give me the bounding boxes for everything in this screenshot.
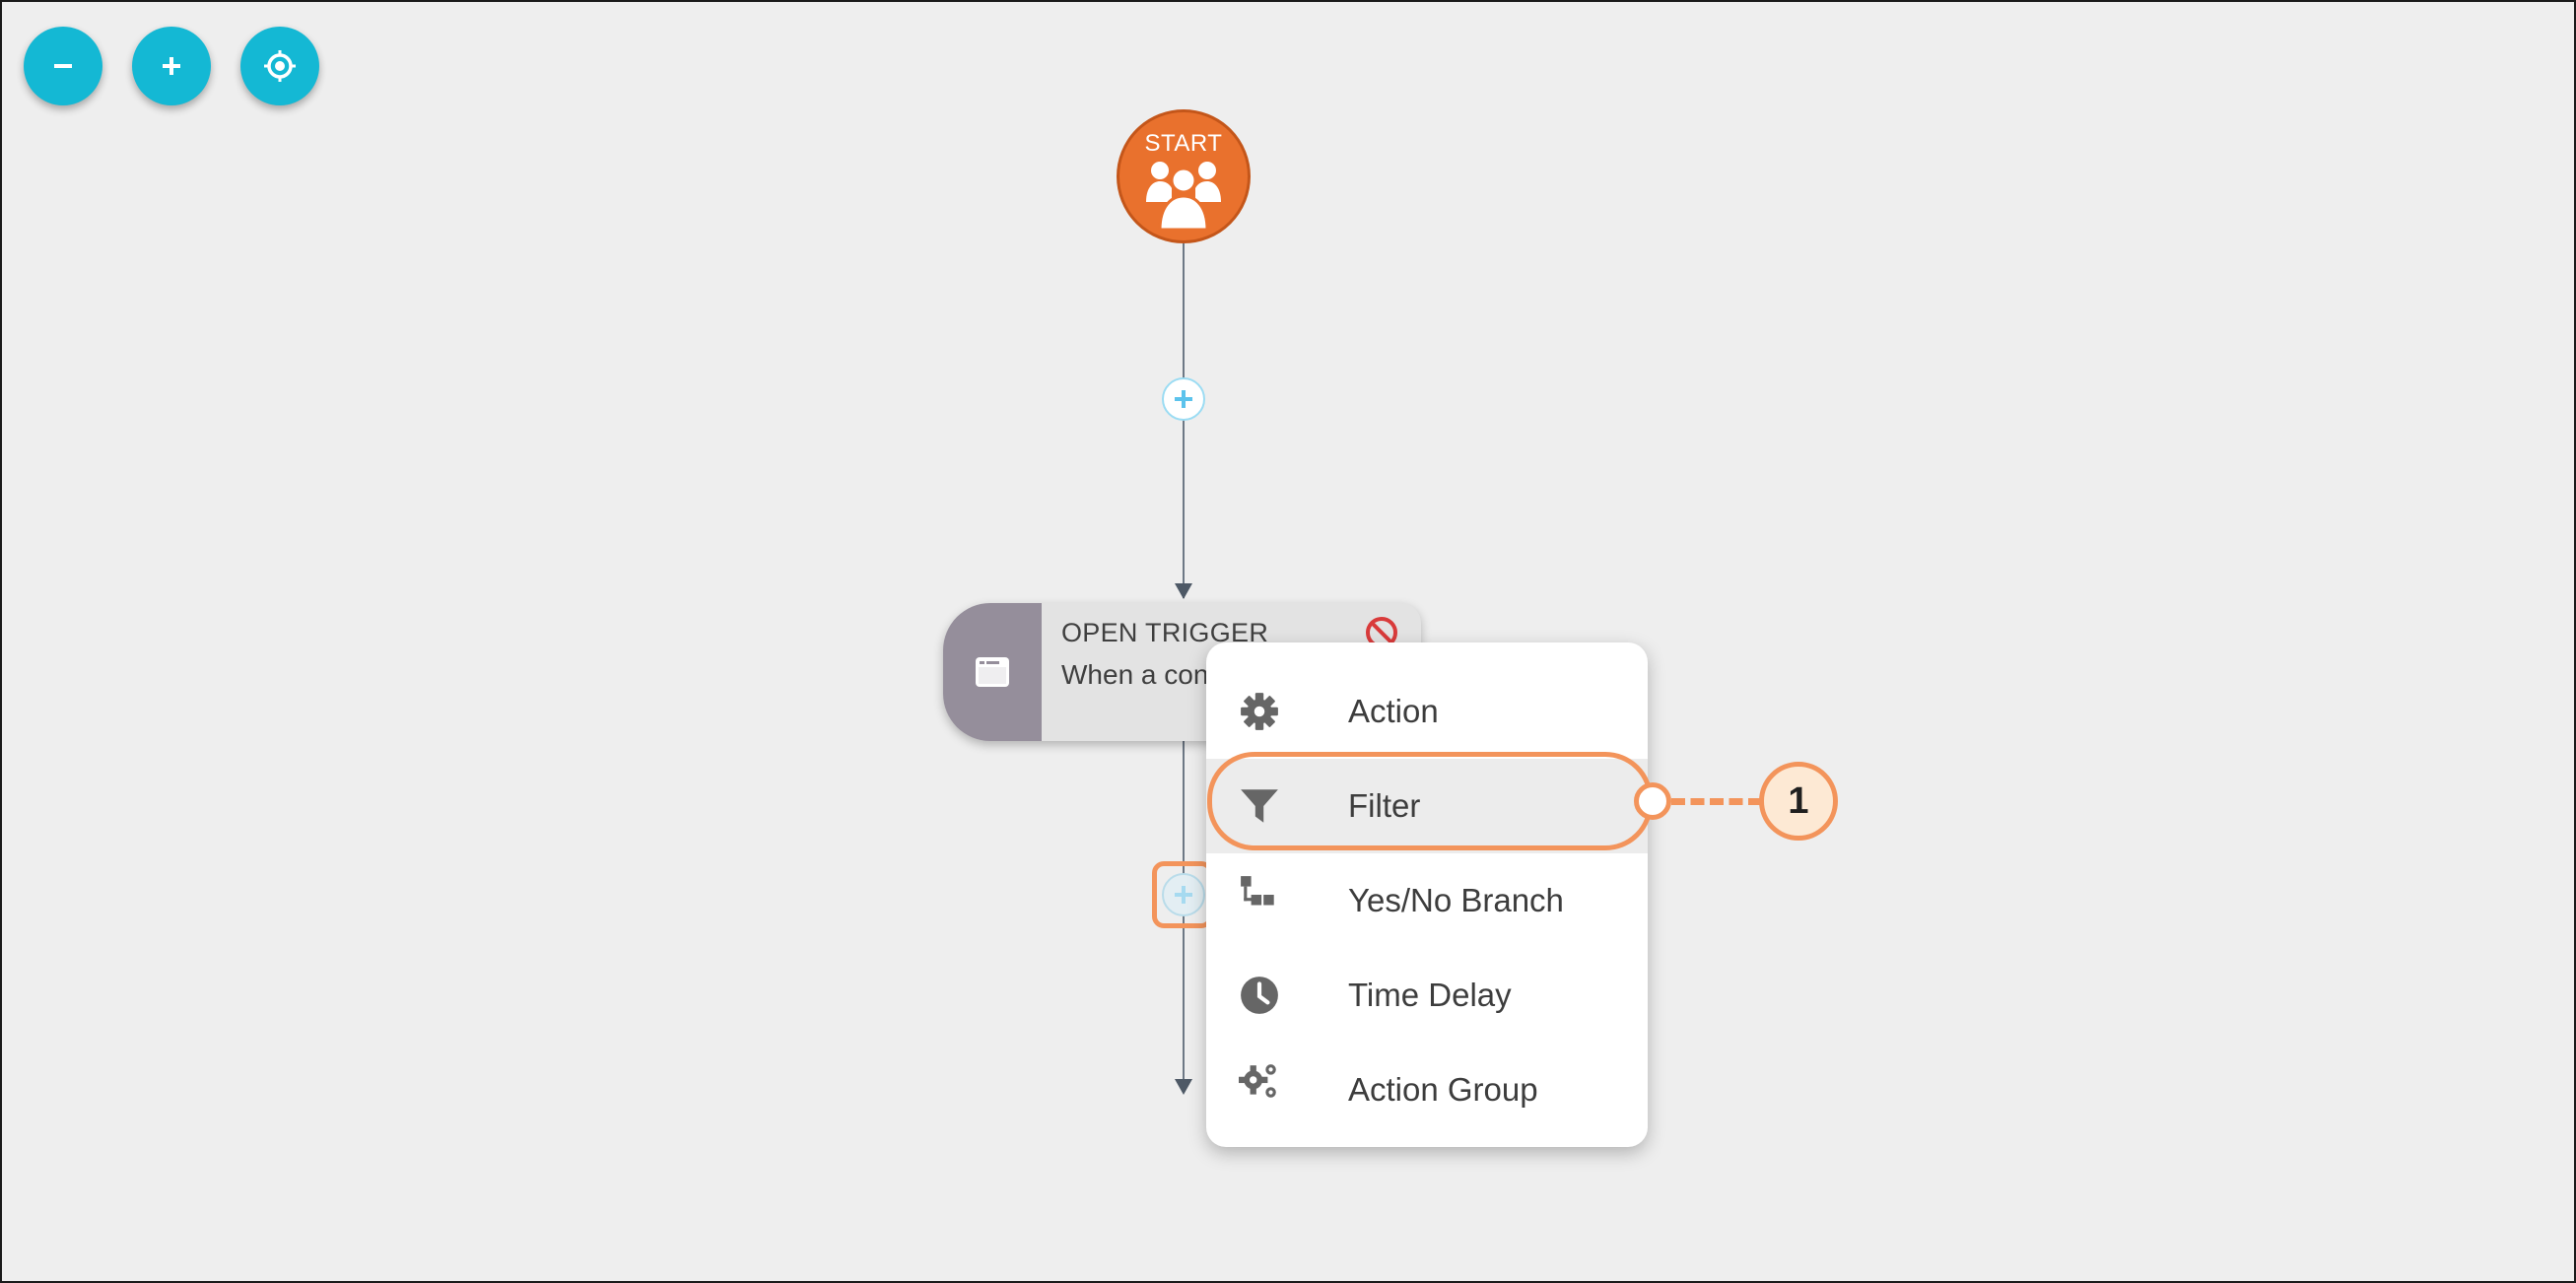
menu-item-action[interactable]: Action <box>1206 664 1648 759</box>
connector-line <box>1183 243 1185 598</box>
start-label: START <box>1144 130 1223 157</box>
plus-icon <box>1175 390 1192 408</box>
menu-item-label: Yes/No Branch <box>1348 882 1564 918</box>
gears-icon <box>1238 1060 1281 1104</box>
menu-item-label: Filter <box>1348 787 1421 824</box>
add-step-button[interactable] <box>1162 377 1205 421</box>
plus-icon <box>163 57 180 75</box>
plus-icon <box>1175 886 1192 904</box>
zoom-in-button[interactable] <box>132 27 211 105</box>
zoom-out-button[interactable] <box>24 27 102 105</box>
menu-item-action-group[interactable]: Action Group <box>1206 1043 1648 1137</box>
gear-icon <box>1238 690 1281 733</box>
menu-item-label: Action Group <box>1348 1071 1538 1108</box>
menu-item-filter[interactable]: Filter <box>1206 759 1648 853</box>
minus-icon <box>54 64 72 68</box>
callout-highlight-ring <box>1207 752 1653 850</box>
menu-item-label: Action <box>1348 693 1439 729</box>
recenter-button[interactable] <box>240 27 319 105</box>
menu-item-label: Time Delay <box>1348 977 1512 1013</box>
add-step-highlight <box>1152 861 1213 928</box>
browser-window-icon <box>976 657 1009 687</box>
menu-item-time-delay[interactable]: Time Delay <box>1206 948 1648 1043</box>
callout-connector <box>1671 798 1762 805</box>
start-node[interactable]: START <box>1117 109 1251 243</box>
branch-icon <box>1238 873 1281 916</box>
add-step-button-active[interactable] <box>1162 873 1205 916</box>
callout-badge: 1 <box>1759 762 1838 841</box>
callout-anchor-dot <box>1634 782 1671 820</box>
arrow-down-icon <box>1175 1079 1192 1095</box>
clock-icon <box>1238 974 1281 1017</box>
step-type-menu: Action Filter <box>1206 642 1648 1147</box>
group-users-icon <box>1146 162 1221 232</box>
trigger-icon-panel <box>943 603 1042 741</box>
crosshair-icon <box>264 50 296 82</box>
arrow-down-icon <box>1175 583 1192 599</box>
menu-item-yes-no-branch[interactable]: Yes/No Branch <box>1206 853 1648 948</box>
